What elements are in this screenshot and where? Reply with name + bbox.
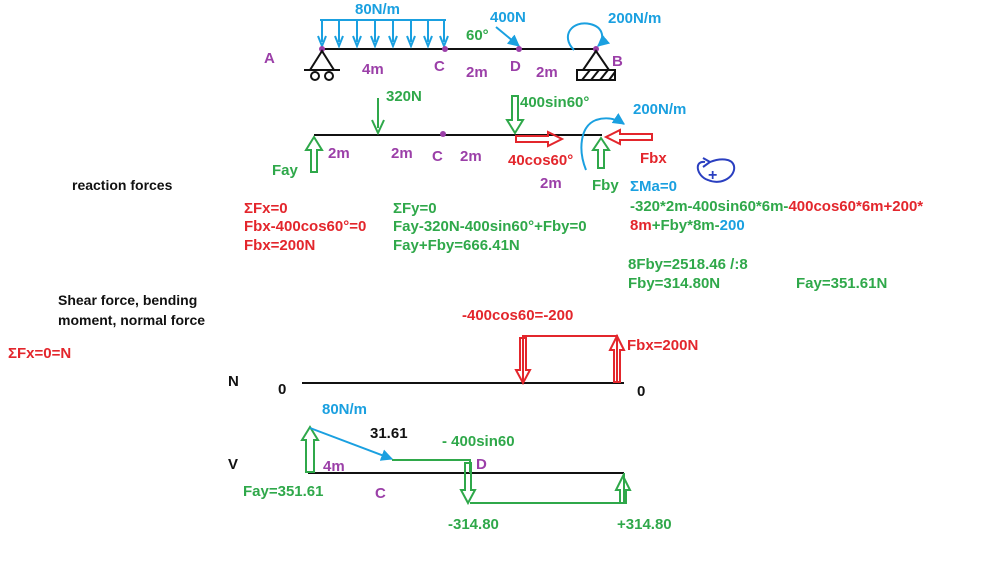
horizontal-component-label: 40cos60° <box>508 152 573 169</box>
fbx-arrow <box>603 128 653 146</box>
fbd-point-c-label: C <box>432 148 443 165</box>
fx-eq-3: Fbx=200N <box>244 237 315 254</box>
fbd-seg1-label: 2m <box>328 145 350 162</box>
top-beam-group: 80N/m 400N 60° 200N/m A B C D 4m 2m 2m <box>264 1 661 81</box>
shear-value-c: 31.61 <box>370 425 408 442</box>
fbd-moment-label: 200N/m <box>633 101 686 118</box>
equations-group: reaction forces ΣFx=0 Fbx-400cos60°=0 Fb… <box>72 177 923 292</box>
normal-up-arrow <box>608 333 626 383</box>
sign-convention: + <box>696 157 736 184</box>
fay-label: Fay <box>272 162 299 179</box>
shear-slope <box>309 427 394 461</box>
moment-label: 200N/m <box>608 10 661 27</box>
point-d-label: D <box>510 58 521 75</box>
fy-eq-1: ΣFy=0 <box>393 200 437 217</box>
fay-arrow <box>304 135 324 173</box>
fby-label: Fby <box>592 177 619 194</box>
fy-eq-2: Fay-320N-400sin60°+Fby=0 <box>393 218 587 235</box>
fbx-label: Fbx <box>640 150 667 167</box>
ma-line-2-blue: 200 <box>720 217 745 234</box>
ma-line-1: -320*2m-400sin60*6m-400cos60*6m+200* <box>630 198 923 215</box>
normal-step <box>522 335 618 383</box>
pin-support <box>576 49 616 81</box>
shear-negative-block <box>470 473 625 504</box>
shear-point-d: D <box>476 456 487 473</box>
fbd-seg2-label: 2m <box>391 145 413 162</box>
reaction-forces-title: reaction forces <box>72 177 173 193</box>
angle-label: 60° <box>466 27 489 44</box>
section-title-1: Shear force, bending <box>58 292 197 308</box>
ma-title: ΣMa=0 <box>630 178 677 195</box>
shear-pos-value: +314.80 <box>617 516 672 533</box>
ma-line-2-green: +Fby*8m- <box>652 217 720 234</box>
point-a-label: A <box>264 50 275 67</box>
resultant-arrow <box>371 98 385 136</box>
ma-line-2: 8m+Fby*8m-200 <box>630 217 745 234</box>
point-load-label: 400N <box>490 9 526 26</box>
fx-note: ΣFx=0=N <box>8 345 71 362</box>
point-c-dot <box>442 46 448 52</box>
fbd-seg4-label: 2m <box>540 175 562 192</box>
fbd-seg3-label: 2m <box>460 148 482 165</box>
shear-plateau <box>392 459 471 473</box>
normal-axis-label: N <box>228 373 239 390</box>
dist-load-label: 80N/m <box>355 1 400 18</box>
ma-line-1-green: -320*2m-400sin60*6m- <box>630 198 788 215</box>
length-cd-label: 2m <box>466 64 488 81</box>
ma-line-2-red: 8m <box>630 217 652 234</box>
fx-eq-1: ΣFx=0 <box>244 200 288 217</box>
normal-down-arrow <box>514 337 532 386</box>
ma-line-1-red: 400cos60*6m+200* <box>788 198 923 215</box>
fy-eq-3: Fay+Fby=666.41N <box>393 237 520 254</box>
fay-result: Fay=351.61N <box>796 275 887 292</box>
distributed-load <box>317 19 449 49</box>
length-db-label: 2m <box>536 64 558 81</box>
shear-drop-arrow <box>459 462 477 506</box>
inclined-load-arrow <box>495 26 520 47</box>
fbd-group: 320N 400sin60° 40cos60° 200N/m Fay Fby F… <box>272 88 686 194</box>
normal-right-zero: 0 <box>637 383 645 400</box>
point-a-dot <box>319 46 325 52</box>
shear-force-diagram: V 80N/m 31.61 - 400sin60 D 4m C Fay=351.… <box>228 401 672 533</box>
roller-support <box>304 49 340 81</box>
section-title-2: moment, normal force <box>58 312 205 328</box>
moment-curl <box>567 22 611 51</box>
fby-calc: 8Fby=2518.46 /:8 <box>628 256 748 273</box>
vertical-component-label: 400sin60° <box>520 94 589 111</box>
fby-arrow <box>591 136 611 169</box>
point-d-dot <box>516 46 522 52</box>
fbd-point-c-dot <box>440 131 446 137</box>
sign-plus-label: + <box>708 167 717 184</box>
normal-load-label: -400cos60=-200 <box>462 307 573 324</box>
shear-neg-value: -314.80 <box>448 516 499 533</box>
vertical-component-arrow <box>505 95 525 135</box>
shear-up-arrow <box>614 473 632 504</box>
fx-eq-2: Fbx-400cos60°=0 <box>244 218 366 235</box>
point-c-label: C <box>434 58 445 75</box>
shear-axis-label: V <box>228 456 238 473</box>
fbd-moment-curl <box>580 113 625 171</box>
shear-seg-label: 4m <box>323 458 345 475</box>
point-b-dot <box>593 46 599 52</box>
shear-point-c: C <box>375 485 386 502</box>
shear-drop-label: - 400sin60 <box>442 433 515 450</box>
length-ac-label: 4m <box>362 61 384 78</box>
resultant-label: 320N <box>386 88 422 105</box>
normal-force-diagram: N 0 0 -400cos60=-200 Fbx=200N <box>228 307 698 400</box>
horizontal-component-arrow <box>515 130 565 148</box>
shear-fay-label: Fay=351.61 <box>243 483 324 500</box>
shear-dist-load-label: 80N/m <box>322 401 367 418</box>
normal-fbx-label: Fbx=200N <box>627 337 698 354</box>
fby-result: Fby=314.80N <box>628 275 720 292</box>
shear-fay-arrow <box>300 425 320 473</box>
normal-left-zero: 0 <box>278 381 286 398</box>
point-b-label: B <box>612 53 623 70</box>
